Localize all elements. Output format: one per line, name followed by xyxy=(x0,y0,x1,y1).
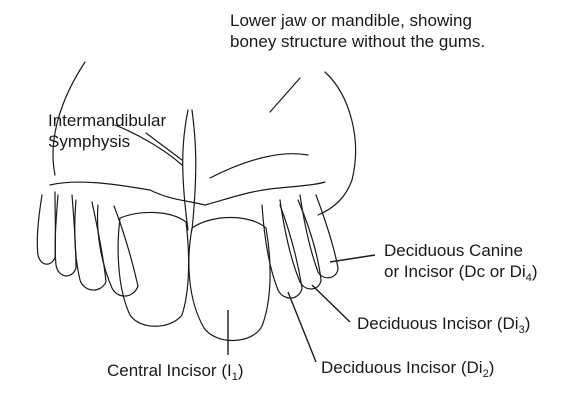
diagram-caption: Lower jaw or mandible, showing boney str… xyxy=(230,10,485,52)
di2-pointer xyxy=(287,291,317,363)
jaw-outline-left xyxy=(52,61,86,176)
di3-pointer xyxy=(311,284,351,323)
deciduous-canine-label: Deciduous Canine or Incisor (Dc or Di4) xyxy=(384,240,537,289)
canine-label-line-1: Deciduous Canine xyxy=(384,241,523,260)
symphysis-pointer xyxy=(145,132,183,161)
tooth-left-4 xyxy=(96,204,139,297)
tooth-right-1 xyxy=(261,204,303,299)
symphysis-label: Intermandibular Symphysis xyxy=(48,110,166,152)
caption-line-1: Lower jaw or mandible, showing xyxy=(230,11,472,30)
deciduous-incisor-di3-label: Deciduous Incisor (Di3) xyxy=(357,314,531,336)
jaw-inner-left xyxy=(114,124,183,166)
caption-pointer xyxy=(269,77,301,113)
deciduous-incisor-di2-label: Deciduous Incisor (Di2) xyxy=(321,358,495,380)
tooth-right-3 xyxy=(299,194,339,279)
symphysis-label-line-1: Intermandibular xyxy=(48,111,167,130)
bone-rim xyxy=(49,181,326,206)
tooth-right-2 xyxy=(279,199,322,290)
canine-label-line-2: or Incisor (Dc or Di4) xyxy=(384,262,538,284)
tooth-central-left xyxy=(117,211,190,327)
symphysis-ridge xyxy=(182,109,197,231)
symphysis-label-line-2: Symphysis xyxy=(48,132,131,151)
tooth-central-right xyxy=(188,216,271,342)
central-incisor-label: Central Incisor (I1) xyxy=(107,361,244,383)
tooth-left-3 xyxy=(74,199,107,291)
tooth-left-1 xyxy=(36,191,57,265)
tooth-left-2 xyxy=(54,194,77,277)
jaw-inner-right xyxy=(209,153,309,179)
caption-line-2: boney structure without the gums. xyxy=(230,32,486,51)
canine-pointer xyxy=(329,254,376,263)
jaw-outline-right xyxy=(317,71,357,216)
